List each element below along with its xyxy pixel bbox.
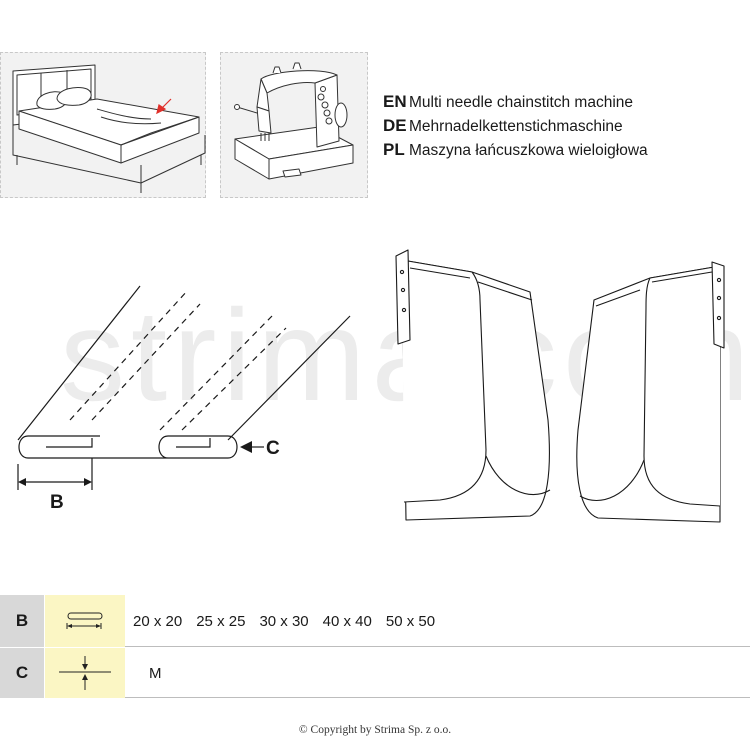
size-option: 25 x 25 (196, 612, 246, 630)
hem-width-icon (66, 612, 103, 629)
width-dimension-icon-cell (45, 595, 125, 647)
spec-row-letter: C (0, 648, 44, 698)
language-code: PL (383, 140, 405, 159)
material-thickness-icon (59, 656, 111, 690)
spec-row-b: B 20 x 20 25 x 25 30 x 30 40 x 40 50 x 5… (0, 595, 750, 647)
dimension-arrow-right-icon (84, 478, 92, 486)
language-row-pl: PL Maszyna łańcuszkowa wieloigłowa (383, 140, 648, 164)
pointer-arrow-c-icon (240, 441, 252, 453)
machine-name: Mehrnadelkettenstichmaschine (409, 118, 623, 135)
spec-table: B 20 x 20 25 x 25 30 x 30 40 x 40 50 x 5… (0, 595, 750, 698)
spec-values-b: 20 x 20 25 x 25 30 x 30 40 x 40 50 x 50 (133, 595, 435, 647)
language-code: DE (383, 116, 407, 135)
copyright-footer: © Copyright by Strima Sp. z o.o. (298, 724, 452, 736)
technical-diagram: strima.com B C (17, 249, 750, 523)
spec-row-letter: B (0, 595, 44, 647)
bed-illustration (12, 64, 206, 193)
dimension-label-c: C (266, 438, 280, 459)
folder-attachment-right (576, 261, 725, 523)
language-code: EN (383, 92, 407, 111)
language-row-de: DE Mehrnadelkettenstichmaschine (383, 116, 648, 140)
machine-name: Maszyna łańcuszkowa wieloigłowa (409, 142, 648, 159)
machine-description-list: EN Multi needle chainstitch machine DE M… (383, 92, 648, 164)
language-row-en: EN Multi needle chainstitch machine (383, 92, 648, 116)
dimension-arrow-left-icon (18, 478, 26, 486)
size-option: 50 x 50 (385, 612, 436, 630)
hem-fold-schematic (17, 285, 351, 490)
size-option: 20 x 20 (133, 612, 183, 630)
spec-values-c: M (149, 648, 162, 698)
machine-illustration-panel (220, 52, 368, 198)
size-option: 30 x 30 (259, 612, 309, 630)
material-class: M (149, 664, 162, 682)
size-option: 40 x 40 (322, 612, 372, 630)
dimension-label-b: B (50, 492, 64, 513)
bed-illustration-panel (0, 52, 206, 198)
thickness-icon-cell (45, 648, 125, 698)
spec-row-c: C M (0, 647, 750, 698)
chainstitch-machine-illustration (234, 62, 354, 180)
machine-name: Multi needle chainstitch machine (409, 94, 634, 111)
folder-attachment-left (395, 249, 551, 521)
